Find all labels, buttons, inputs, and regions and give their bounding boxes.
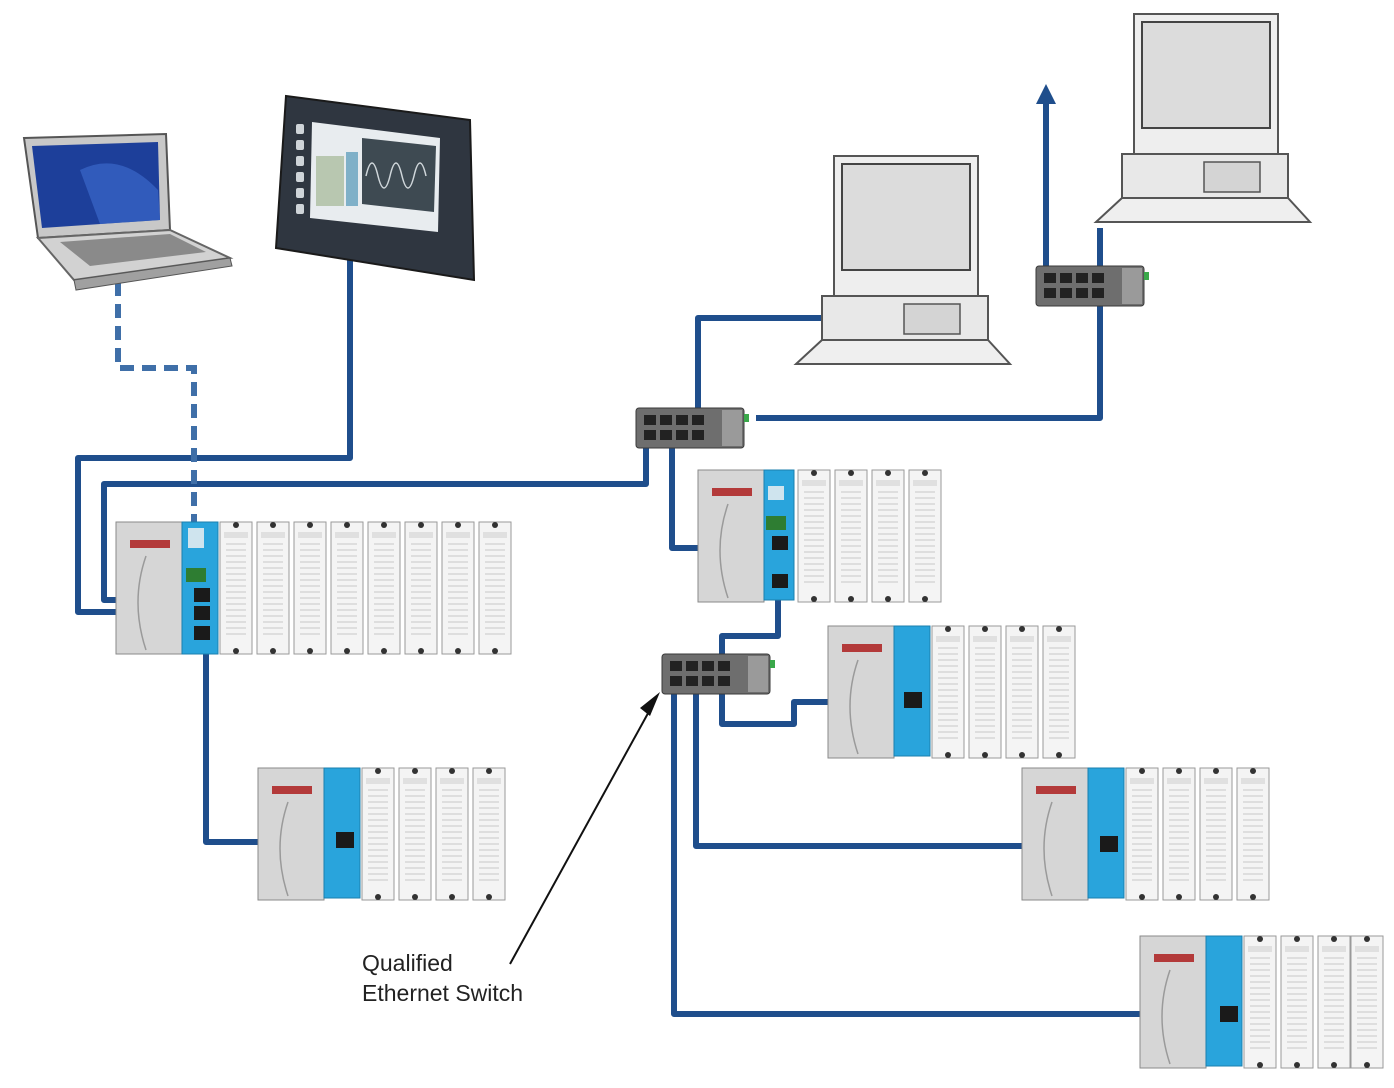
hmi-panel-icon — [274, 94, 476, 282]
callout-label: Qualified Ethernet Switch — [362, 948, 523, 1008]
io-rack-icon — [1021, 767, 1270, 901]
ethernet-switch-icon — [1035, 265, 1150, 307]
io-rack-icon — [827, 625, 1076, 759]
laptop-icon — [22, 132, 234, 291]
cable-switch3-to-rack5 — [671, 692, 1220, 1017]
io-rack-icon — [257, 767, 506, 901]
cable-switch1-to-pc — [695, 315, 822, 410]
io-rack-icon — [697, 469, 942, 603]
callout-arrow — [509, 692, 660, 965]
ethernet-switch-icon — [661, 653, 776, 695]
cable-switch1-to-switch2 — [756, 302, 1103, 421]
desktop-pc-icon — [795, 155, 1011, 365]
cable-laptop-dashed — [115, 282, 197, 530]
ethernet-switch-icon — [635, 407, 750, 449]
desktop-pc-icon — [1095, 13, 1311, 223]
io-rack-icon — [115, 521, 512, 655]
arrow-up-icon — [1036, 84, 1056, 104]
callout-line-1: Qualified — [362, 950, 453, 976]
cable-switch3-to-rack4 — [693, 692, 1102, 849]
cable-rack2-to-switch3 — [719, 584, 781, 660]
callout-line-2: Ethernet Switch — [362, 980, 524, 1006]
io-rack-icon — [1139, 935, 1384, 1069]
